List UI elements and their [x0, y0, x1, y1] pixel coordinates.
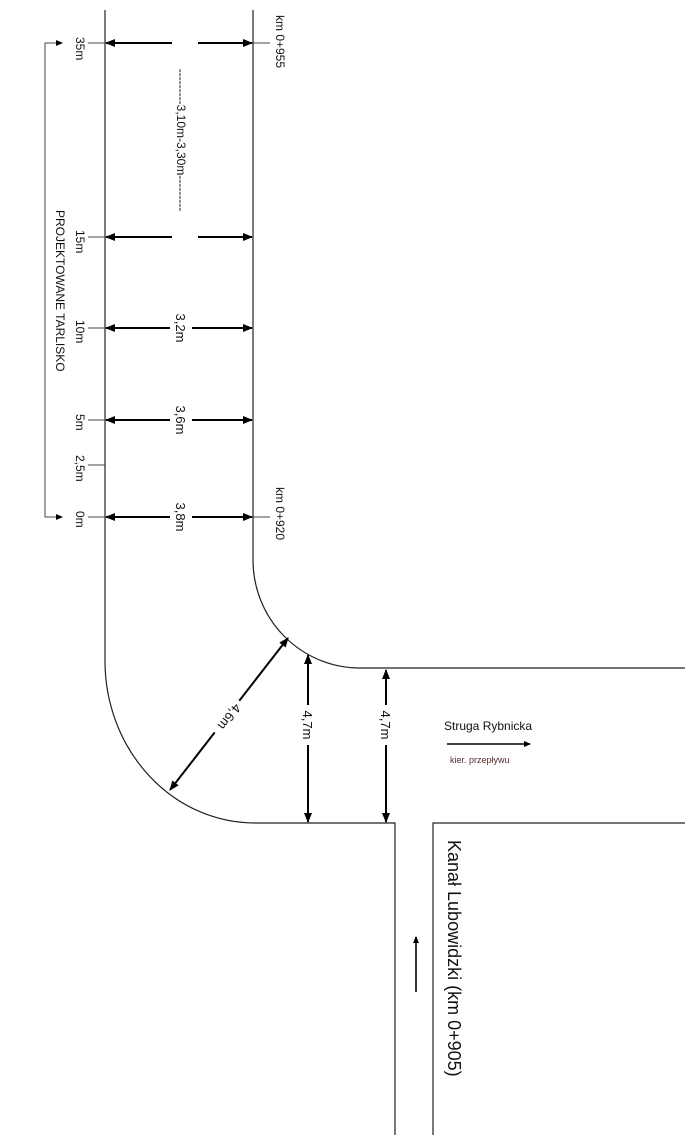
left-bank — [104, 10, 396, 1135]
station-top: km 0+955 — [273, 15, 287, 68]
river-name: Struga Rybnicka — [444, 719, 532, 733]
mark-35m: 35m — [73, 37, 87, 60]
width-range-label: ---------3,10m-3,30m--------- — [174, 69, 188, 212]
mark-5m: 5m — [73, 414, 87, 431]
section-label: PROJEKTOWANE TARLISKO — [53, 210, 67, 372]
width-5m-label: 3,6m — [173, 406, 188, 435]
mark-10m: 10m — [73, 320, 87, 343]
lower-right-bank — [432, 822, 685, 1135]
flow-direction-label: kier. przepływu — [450, 755, 510, 765]
width-10m-label: 3,2m — [173, 314, 188, 343]
section-bracket — [44, 40, 63, 520]
mark-2-5m: 2,5m — [73, 455, 87, 482]
distance-ticks — [88, 42, 270, 518]
station-bottom: km 0+920 — [273, 487, 287, 540]
mark-15m: 15m — [73, 230, 87, 253]
outer-label: 4,7m — [378, 711, 393, 740]
mark-0m: 0m — [73, 511, 87, 528]
right-bank — [252, 10, 685, 669]
width-0m-label: 3,8m — [173, 503, 188, 532]
canal-name: Kanał Lubowidzki (km 0+905) — [444, 840, 464, 1077]
inner-label: 4,7m — [300, 711, 315, 740]
